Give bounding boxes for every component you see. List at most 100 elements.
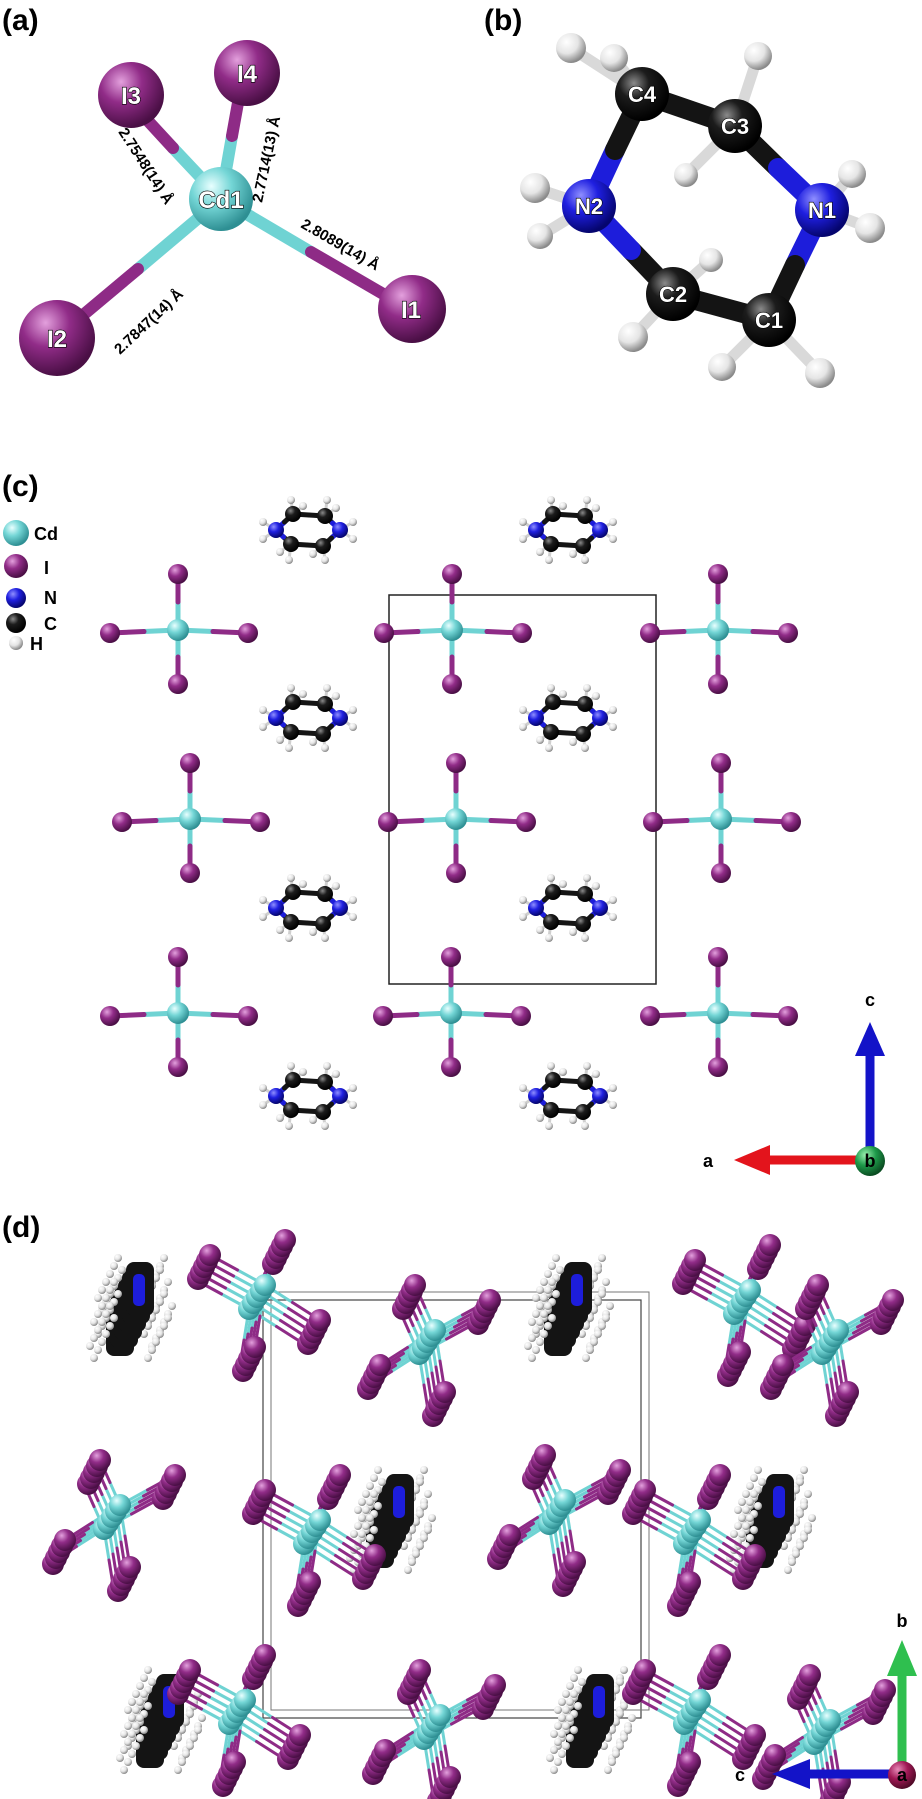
atom-cd [554,1489,576,1511]
piperazinium-stack [116,1666,206,1774]
label-i2: I2 [47,326,67,353]
atom-i [640,1006,660,1026]
cdi4-chain [242,1464,386,1617]
atom-h [594,1266,602,1274]
label-n2: N2 [575,194,603,219]
atom-i [711,863,731,883]
cdi4-unit [100,947,258,1077]
atom-h [370,1490,378,1498]
atom-h [540,1330,548,1338]
atom-h [569,738,577,746]
cdi4-unit [100,564,258,694]
atom-i [254,1479,276,1501]
cdi4-chain [357,1274,501,1427]
atom-h [552,1290,560,1298]
atom-h [168,1302,176,1310]
atom-h [102,1294,110,1302]
atom-c [545,1072,561,1088]
atom-c [283,1102,299,1118]
atom-c [577,1074,593,1090]
cdi4-chain [167,1644,311,1797]
atom-cd [109,1494,131,1516]
legend-swatch-cd [3,520,29,546]
atom-h [420,1534,428,1542]
cdi4-unit [112,753,270,883]
atom-h [90,1334,98,1342]
atom-i [373,1006,393,1026]
atom-h [581,556,589,564]
atom-h [174,1766,182,1774]
atom-h [609,706,617,714]
atom-n [592,710,608,726]
atom-i [168,564,188,584]
cdi4-unit [378,753,536,883]
atom-i [179,1659,201,1681]
atom-h [808,1514,816,1522]
atom-h [746,1514,754,1522]
atom-h [624,1726,632,1734]
atom-h [349,1101,357,1109]
atom-h [746,1498,754,1506]
atom-i [199,1244,221,1266]
atom-h [616,1678,624,1686]
atom-n [528,522,544,538]
atom-h [609,896,617,904]
atom-c4 [615,67,669,121]
axis-indicator-d: b c a [735,1611,917,1789]
atom-h [132,1742,140,1750]
atom-i [874,1679,896,1701]
atom-h [128,1698,136,1706]
atom-h [362,1490,370,1498]
atom-h [332,882,340,890]
atom-c1 [742,293,796,347]
atom-c [317,508,333,524]
atom-h [424,1526,432,1534]
atom-h [598,1322,606,1330]
atom-h [738,1514,746,1522]
atom-h [124,1722,132,1730]
atom-h [416,1542,424,1550]
atom-i [441,947,461,967]
atom-h [540,1294,548,1302]
atom-n [528,1088,544,1104]
label-cd1: Cd1 [198,187,243,214]
atom-h [570,1690,578,1698]
atom-h [148,1346,156,1354]
atom-i [512,623,532,643]
atom-h [321,1122,329,1130]
atom-c [577,886,593,902]
atom-i [369,1354,391,1376]
atom-h [528,1318,536,1326]
atom-h [536,1338,544,1346]
atom-h [855,213,885,243]
atom-h [620,1734,628,1742]
atom-h [374,1466,382,1474]
atom-h [259,706,267,714]
atom-h [519,896,527,904]
atom-i [729,1341,751,1363]
atom-h [120,1730,128,1738]
atom-cd [440,1002,462,1024]
atom-h [132,1706,140,1714]
atom-h [144,1702,152,1710]
legend: Cd I N C H [3,520,58,654]
atom-h [547,874,555,882]
bond-length-cd1-i2: 2.7847(14) Å [111,286,187,358]
atom-h [323,496,331,504]
atom-c3 [708,99,762,153]
atom-h [708,353,736,381]
atom-h [562,1742,570,1750]
atom-cd [707,1002,729,1024]
atom-h [590,1338,598,1346]
atom-i [807,1274,829,1296]
panel-label-d: (d) [2,1211,40,1244]
atom-i [224,1751,246,1773]
atom-h [128,1730,136,1738]
atom-cd [827,1319,849,1341]
atom-h [583,496,591,504]
atom-h [128,1750,136,1758]
atom-i [446,863,466,883]
atom-i3 [98,62,164,128]
atom-h [583,874,591,882]
atom-h [527,223,553,249]
